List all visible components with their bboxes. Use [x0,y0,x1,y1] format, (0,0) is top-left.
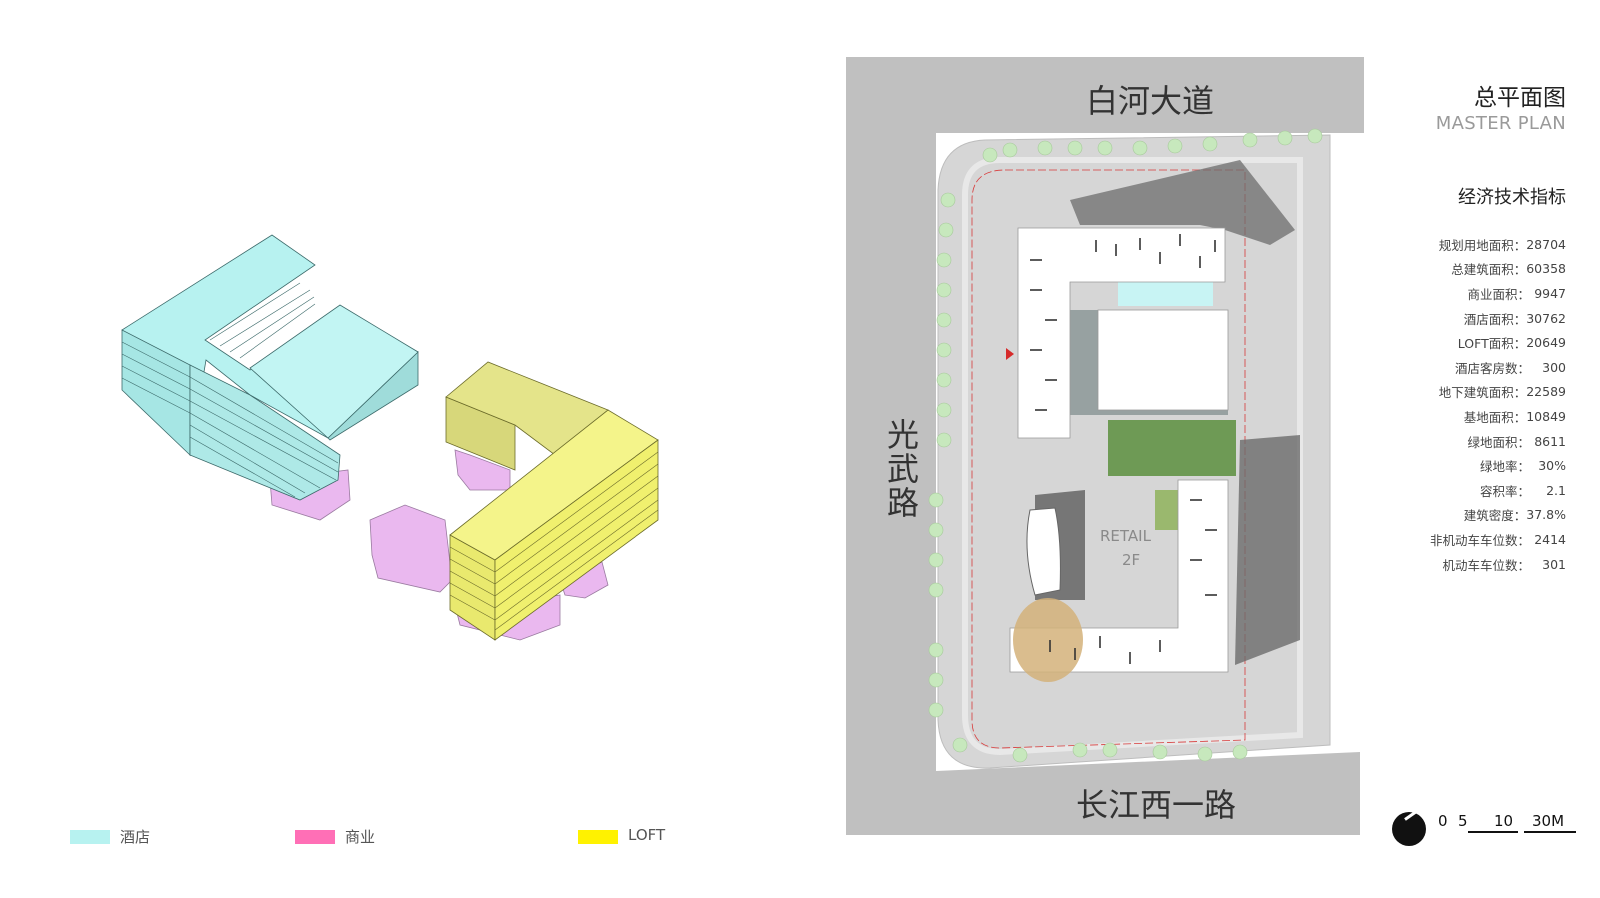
stat-row: LOFT面积：20649 [1326,330,1566,355]
stat-value: 22589 [1526,384,1566,400]
stat-row: 绿地率： 30% [1326,453,1566,478]
legend-label-loft: LOFT [628,826,666,844]
stat-key: 绿地面积： [1467,434,1530,450]
stat-row: 基地面积：10849 [1326,404,1566,429]
stat-row: 绿地面积：8611 [1326,429,1566,454]
shadow-north [1070,160,1295,245]
road-top [846,57,1364,133]
inner-ring-road [962,157,1303,756]
hotel-block-top [249,304,419,439]
street-trees [928,128,1323,763]
stat-key: 非机动车车位数： [1429,532,1530,548]
lawn [1108,420,1236,476]
stat-value: 8611 [1534,433,1566,449]
stat-key: 建筑密度： [1463,508,1527,524]
legend-swatch-retail [295,830,335,844]
hotel-massing [121,234,419,521]
stat-key: 绿地率： [1479,459,1530,475]
retail-label: RETAIL [1100,527,1151,545]
stat-row: 非机动车车位数：2414 [1326,527,1566,552]
stat-key: LOFT面积： [1457,336,1527,352]
stat-row: 机动车车位数： 301 [1326,552,1566,577]
entrance-marker [1006,348,1014,360]
hotel-courtyard-pool [1118,278,1213,306]
stat-key: 地下建筑面积： [1438,385,1527,401]
stat-value: 60358 [1526,261,1566,277]
loft-floor-lines [449,451,659,631]
stat-key: 基地面积： [1463,409,1527,425]
retail-floor-label: 2F [1122,551,1141,569]
hotel-block-footprint [1097,309,1229,411]
stat-row: 酒店面积：30762 [1326,306,1566,331]
stat-value: 28704 [1526,236,1566,252]
stat-value: 30% [1538,458,1566,474]
stat-value: 9947 [1534,285,1566,301]
lawn-small [1155,490,1179,530]
roads [846,57,1364,835]
stat-value: 301 [1542,556,1566,572]
stat-value: 37.8% [1526,507,1566,523]
road-left [846,57,936,835]
retail-pavilion [1026,507,1061,596]
loft-podium-retail-left [369,504,453,593]
stat-value: 10849 [1526,408,1566,424]
stat-value: 300 [1542,359,1566,375]
stat-key: 酒店客房数： [1454,360,1530,376]
scale-label-5: 5 [1458,812,1468,830]
legend-swatch-hotel [70,830,110,844]
stat-row: 商业面积：9947 [1326,281,1566,306]
stats-title: 经济技术指标 [1458,187,1566,208]
stat-key: 机动车车位数： [1442,557,1530,573]
road-name-bottom: 长江西一路 [1076,786,1237,824]
page-title: 总平面图 [1474,85,1566,111]
loft-massing [369,361,659,641]
legend-swatch-loft [578,830,618,844]
scale-label-10: 10 [1494,812,1514,830]
stat-key: 商业面积： [1467,286,1530,302]
shadow-east [1235,435,1300,665]
stat-key: 总建筑面积： [1451,262,1527,278]
scale-bar-segment-2 [1524,831,1576,833]
road-name-left: 光武路 [882,418,920,520]
scale-bar: 0 5 10 30M [1438,812,1578,842]
roof-vents [1030,234,1217,664]
stat-key: 酒店面积： [1463,311,1527,327]
stat-row: 建筑密度：37.8% [1326,503,1566,528]
north-arrow-icon [1392,812,1426,846]
red-line [971,169,1246,749]
retail-deck [1013,598,1083,682]
hotel-footprint [1017,227,1226,439]
legend-label-retail: 商业 [345,828,376,846]
stat-value: 20649 [1526,335,1566,351]
massing-axonometric [121,234,659,641]
stat-key: 容积率： [1479,483,1530,499]
scale-label-30: 30M [1532,812,1565,830]
scale-label-0: 0 [1438,812,1448,830]
stat-row: 容积率： 2.1 [1326,478,1566,503]
page-subtitle: MASTER PLAN [1435,113,1566,134]
stat-row: 地下建筑面积：22589 [1326,380,1566,405]
scale-bar-segment-1 [1468,831,1518,833]
stat-value: 30762 [1526,310,1566,326]
stat-row: 酒店客房数： 300 [1326,355,1566,380]
stat-row: 规划用地面积：28704 [1326,232,1566,257]
stat-value: 2.1 [1546,482,1566,498]
hotel-floor-lines [121,282,339,498]
legend-label-hotel: 酒店 [120,828,151,846]
stat-key: 规划用地面积： [1438,237,1527,253]
building-footprints [1009,227,1229,682]
stat-row: 总建筑面积：60358 [1326,257,1566,282]
road-bottom [846,752,1360,835]
road-name-top: 白河大道 [1086,82,1215,120]
stat-value: 2414 [1534,531,1566,547]
